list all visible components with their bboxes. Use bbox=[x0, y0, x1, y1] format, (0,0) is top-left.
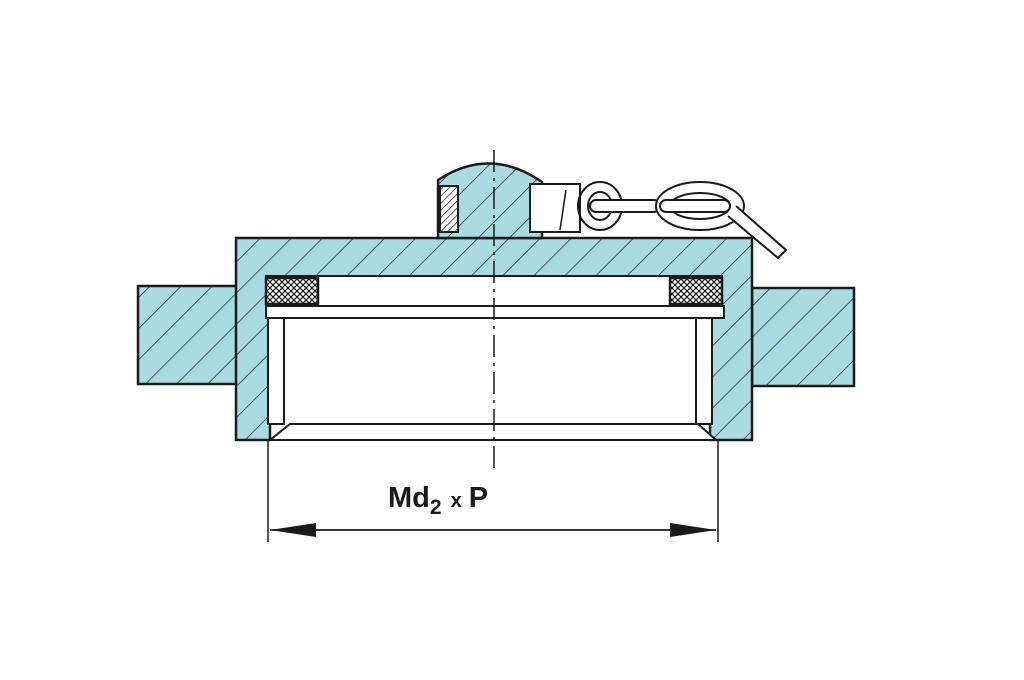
left-thread bbox=[267, 317, 285, 425]
right-flange bbox=[750, 286, 856, 388]
left-arrow-icon bbox=[270, 523, 316, 537]
left-gasket bbox=[264, 276, 320, 306]
right-thread bbox=[695, 317, 713, 425]
chain-lug bbox=[529, 183, 581, 233]
left-flange bbox=[136, 284, 240, 386]
inner-ring bbox=[265, 305, 725, 319]
chain-icon bbox=[577, 181, 788, 260]
dimension-main: Md bbox=[388, 482, 430, 514]
knob-insert bbox=[439, 185, 459, 233]
dimension-operator: x bbox=[450, 490, 462, 512]
dimension-variable: P bbox=[468, 482, 489, 514]
right-arrow-icon bbox=[670, 523, 716, 537]
dimension-subscript: 2 bbox=[429, 496, 442, 519]
bottom-chamfer bbox=[267, 423, 719, 441]
right-gasket bbox=[668, 276, 724, 306]
